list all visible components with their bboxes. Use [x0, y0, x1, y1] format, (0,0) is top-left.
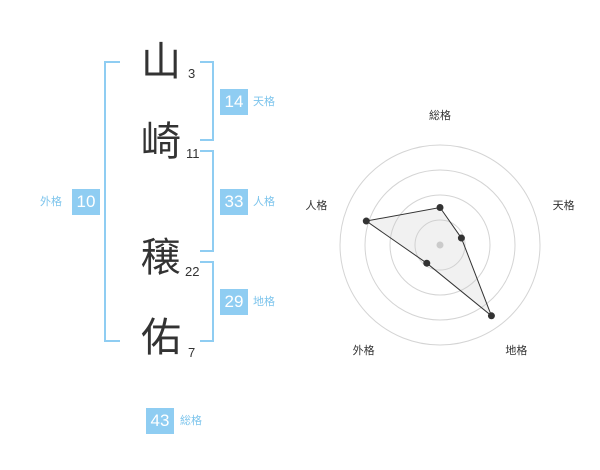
radar-point-2 — [457, 234, 465, 242]
jinkaku-value: 33 — [220, 189, 248, 215]
stroke-count-3: 22 — [185, 264, 200, 279]
radar-center-dot — [436, 241, 444, 249]
radar-ring-1 — [414, 219, 466, 271]
stroke-count-4: 7 — [188, 345, 196, 360]
jinkaku-label: 人格 — [253, 195, 275, 208]
stroke-count-2: 11 — [186, 146, 200, 161]
jinkaku-bracket — [200, 150, 214, 252]
radar-ring-2 — [389, 194, 491, 296]
gaikaku-bracket — [104, 61, 120, 342]
radar-axis-label-1: 総格 — [429, 108, 451, 122]
radar-point-3 — [487, 312, 495, 320]
radar-axis-label-5: 人格 — [305, 198, 327, 212]
chikaku-bracket — [200, 261, 214, 342]
tenkaku-label: 天格 — [253, 95, 275, 108]
radar-axis-label-2: 天格 — [553, 198, 575, 212]
chikaku-label: 地格 — [253, 295, 275, 308]
gaikaku-label: 外格 — [40, 195, 62, 208]
name-char-1: 山 — [141, 39, 181, 85]
chikaku-value: 29 — [220, 289, 248, 315]
radar-axis-label-4: 外格 — [353, 343, 375, 357]
gaikaku-value: 10 — [72, 189, 100, 215]
radar-point-4 — [423, 259, 431, 267]
tenkaku-bracket — [200, 61, 214, 141]
soukaku-value: 43 — [146, 408, 174, 434]
name-char-3: 穣 — [141, 235, 181, 281]
tenkaku-value: 14 — [220, 89, 248, 115]
name-char-2: 崎 — [141, 119, 181, 165]
radar-ring-3 — [364, 169, 516, 321]
radar-axis-label-3: 地格 — [505, 343, 527, 357]
radar-ring-4 — [339, 144, 541, 346]
name-char-4: 佑 — [141, 315, 181, 361]
radar-point-5 — [362, 217, 370, 225]
stroke-count-1: 3 — [188, 66, 196, 81]
radar-point-1 — [436, 204, 444, 211]
soukaku-label: 総格 — [180, 414, 202, 427]
